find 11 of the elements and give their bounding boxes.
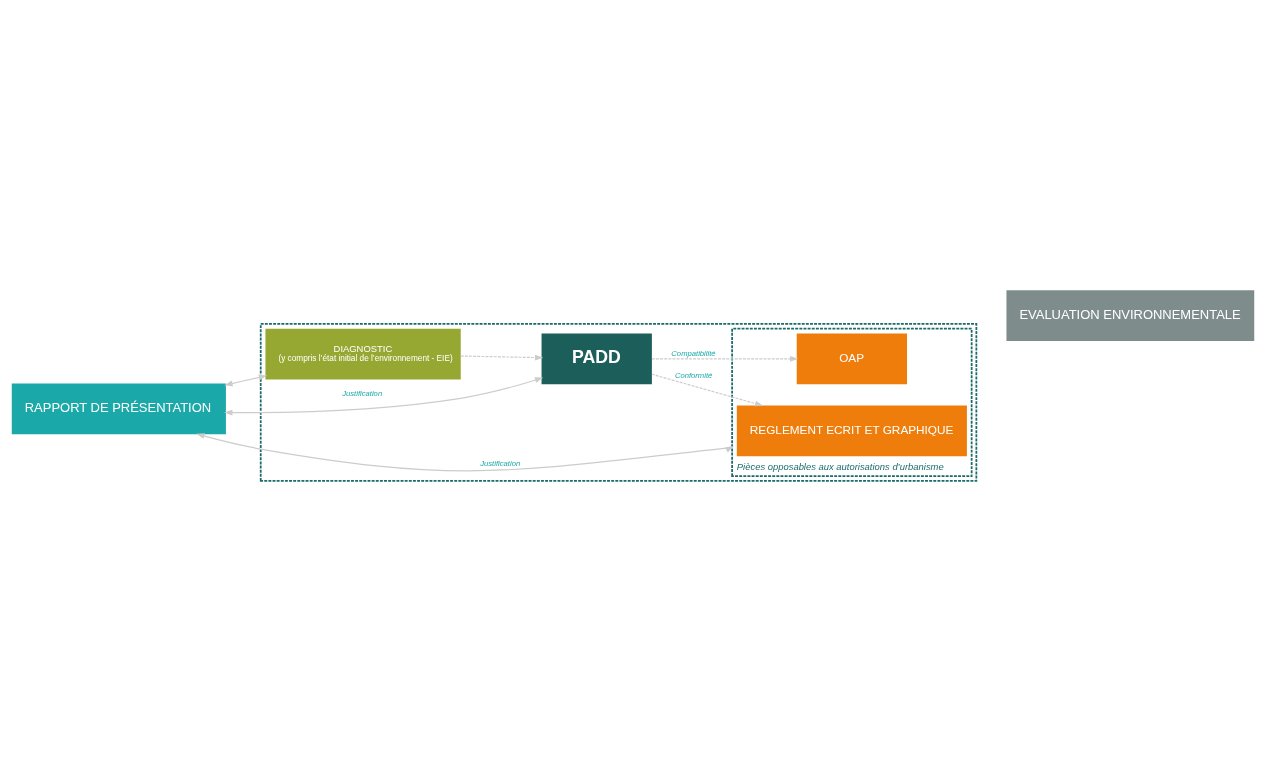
node-box: REGLEMENT ECRIT ET GRAPHIQUE [736, 405, 967, 457]
node-box: EVALUATION ENVIRONNEMENTALE [1006, 290, 1255, 342]
node-box: OAP [796, 333, 908, 385]
arrow [196, 433, 734, 472]
arrow [651, 373, 764, 407]
node-box: PADD [541, 333, 652, 385]
arrow [224, 374, 268, 387]
arrow [224, 377, 544, 416]
arrow [460, 354, 544, 361]
arrow [651, 355, 799, 362]
node-box: RAPPORT DE PRÉSENTATION [11, 383, 226, 435]
